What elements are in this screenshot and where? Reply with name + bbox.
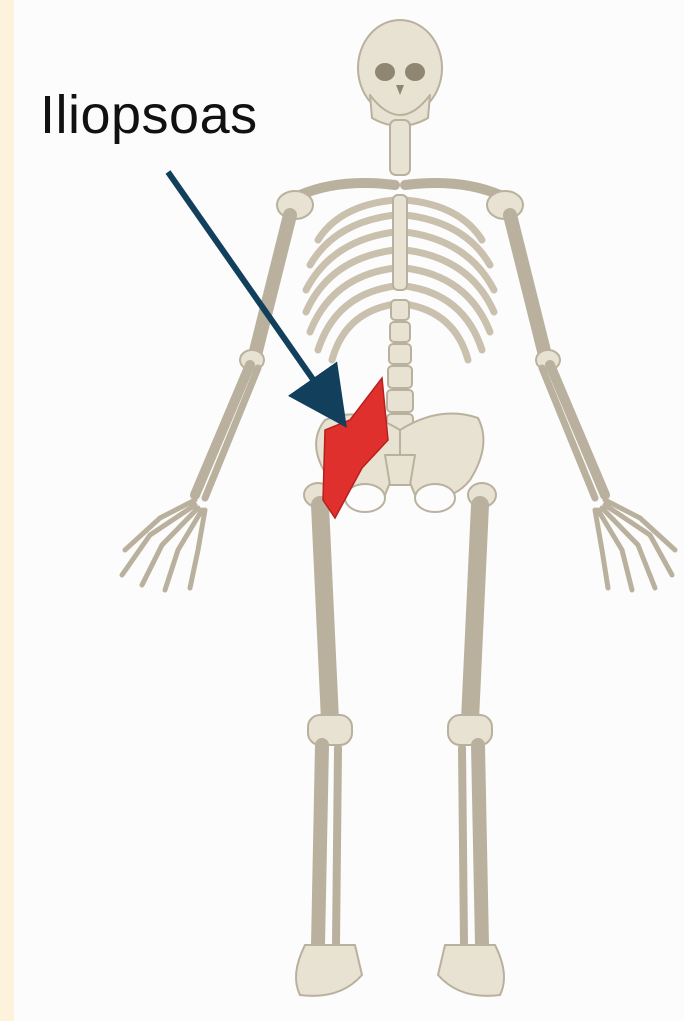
leg-right (438, 483, 504, 996)
skull (358, 20, 442, 126)
clavicle-left (300, 183, 395, 195)
leg-left (296, 483, 362, 996)
sternum (393, 195, 407, 290)
clavicle-right (405, 183, 500, 195)
spine (387, 300, 413, 436)
arm-left (122, 215, 290, 590)
iliopsoas-label: Iliopsoas (40, 88, 258, 142)
cervical-spine (390, 120, 410, 175)
skeleton (122, 20, 675, 996)
arm-right (510, 215, 675, 590)
